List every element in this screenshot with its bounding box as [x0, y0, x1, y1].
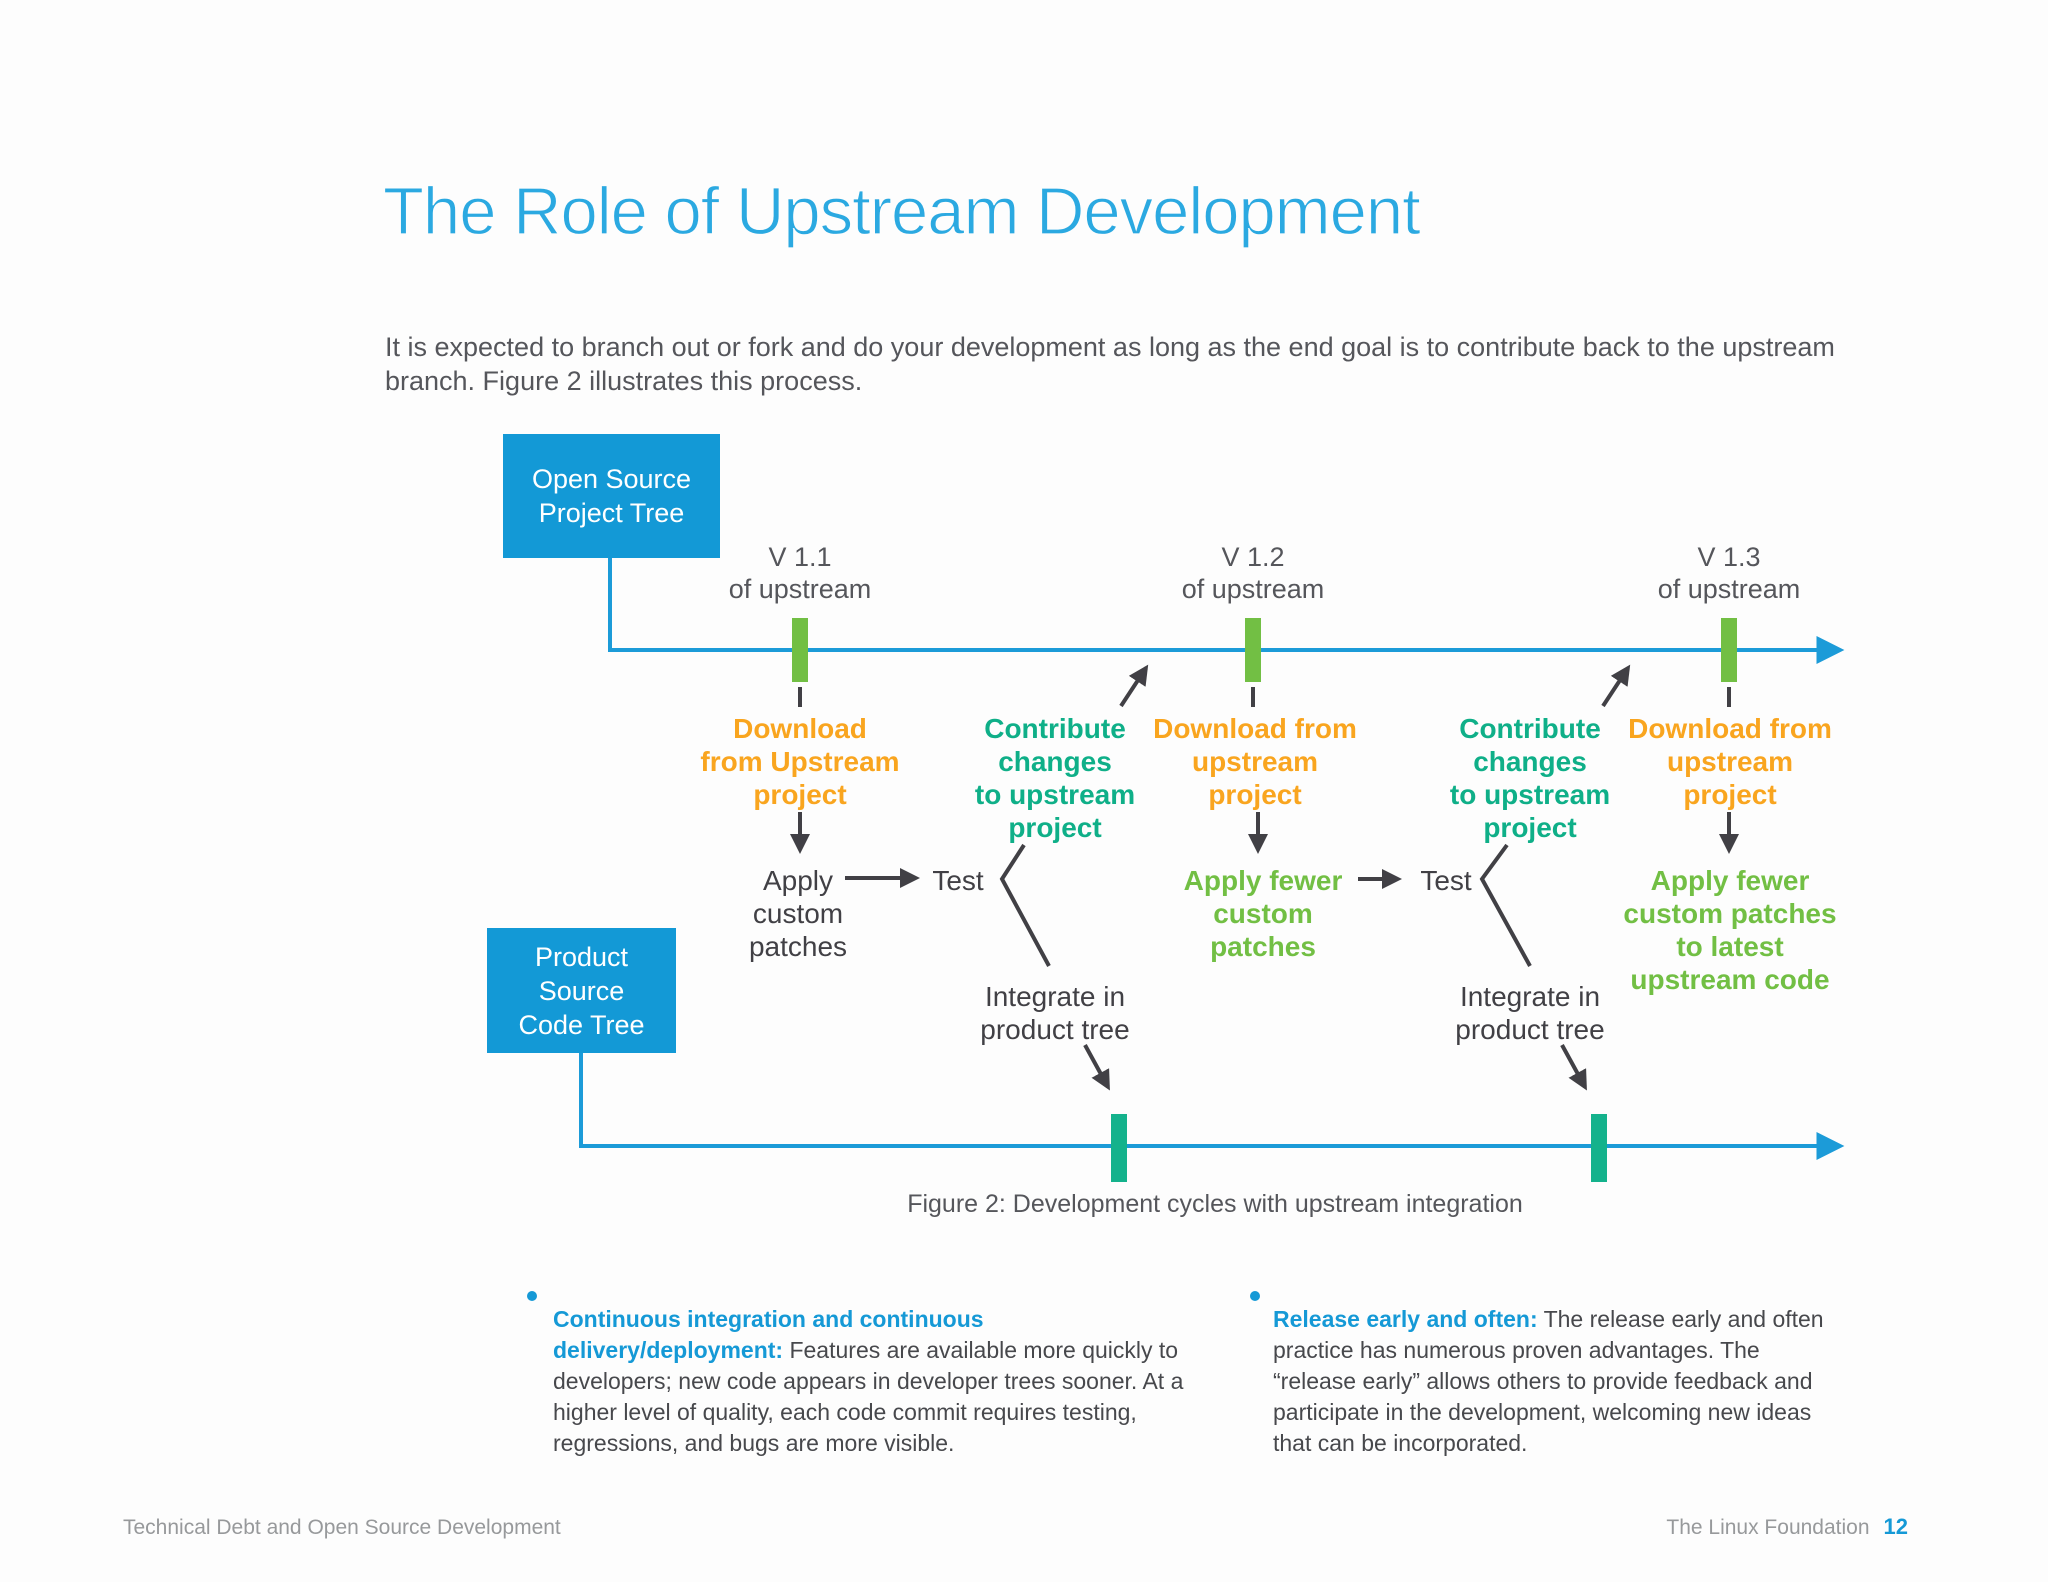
apply-custom-patches-label: Apply custom patches [748, 865, 848, 962]
arrow-integrate-product-1 [1083, 1044, 1110, 1091]
test-label-1: Test [932, 865, 984, 896]
bullet-ci-cd-body: Features are available more quickly to d… [553, 1337, 1184, 1456]
contribute-label-2: Contribute changes to upstream project [1449, 713, 1611, 843]
tick-v1-1 [792, 618, 808, 682]
version-label-v1-3: V 1.3 of upstream [1657, 542, 1801, 604]
bullet-ci-cd: Continuous integration and continuous de… [553, 1304, 1198, 1459]
arrow-contribute-upstream-1 [1119, 664, 1149, 708]
product-source-code-tree-box: Product Source Code Tree [487, 928, 676, 1053]
bullet-release-early: Release early and often: The release ear… [1273, 1304, 1838, 1459]
integrate-label-1: Integrate in product tree [980, 981, 1130, 1045]
download-label-1: Download from Upstream project [700, 713, 900, 810]
bullet-ci-cd-lead: Continuous integration and continuous de… [553, 1306, 984, 1363]
bullet-release-early-body: The release early and often practice has… [1273, 1306, 1824, 1456]
footer-document-title: Technical Debt and Open Source Developme… [123, 1516, 561, 1539]
apply-fewer-patches-label-1: Apply fewer custom patches [1183, 865, 1343, 962]
download-label-3: Download from upstream project [1628, 713, 1832, 810]
figure-caption: Figure 2: Development cycles with upstre… [907, 1190, 1523, 1218]
tick-v1-3 [1721, 618, 1737, 682]
product-timeline [579, 1053, 1845, 1160]
download-label-2: Download from upstream project [1153, 713, 1357, 810]
tick-integration-1 [1111, 1114, 1127, 1182]
bullet-dot-2 [1250, 1291, 1260, 1301]
intro-paragraph: It is expected to branch out or fork and… [385, 332, 1835, 396]
tick-integration-2 [1591, 1114, 1607, 1182]
arrow-integrate-product-2 [1560, 1044, 1587, 1091]
apply-fewer-patches-label-2: Apply fewer custom patches to latest ups… [1623, 865, 1837, 995]
footer-page-number: 12 [1883, 1514, 1908, 1539]
contribute-label-1: Contribute changes to upstream project [974, 713, 1136, 843]
integrate-label-2: Integrate in product tree [1455, 981, 1605, 1045]
version-label-v1-2: V 1.2 of upstream [1181, 542, 1325, 604]
tick-v1-2 [1245, 618, 1261, 682]
footer-right: The Linux Foundation 12 [1666, 1514, 1908, 1540]
open-source-project-tree-box: Open Source Project Tree [503, 434, 720, 558]
arrow-contribute-upstream-2 [1601, 664, 1631, 708]
bullet-dot-1 [527, 1291, 537, 1301]
page-title: The Role of Upstream Development [382, 173, 1421, 249]
footer-organization: The Linux Foundation [1666, 1516, 1870, 1539]
version-label-v1-1: V 1.1 of upstream [728, 542, 872, 604]
bullet-release-early-lead: Release early and often: [1273, 1306, 1538, 1332]
test-label-2: Test [1420, 865, 1472, 896]
